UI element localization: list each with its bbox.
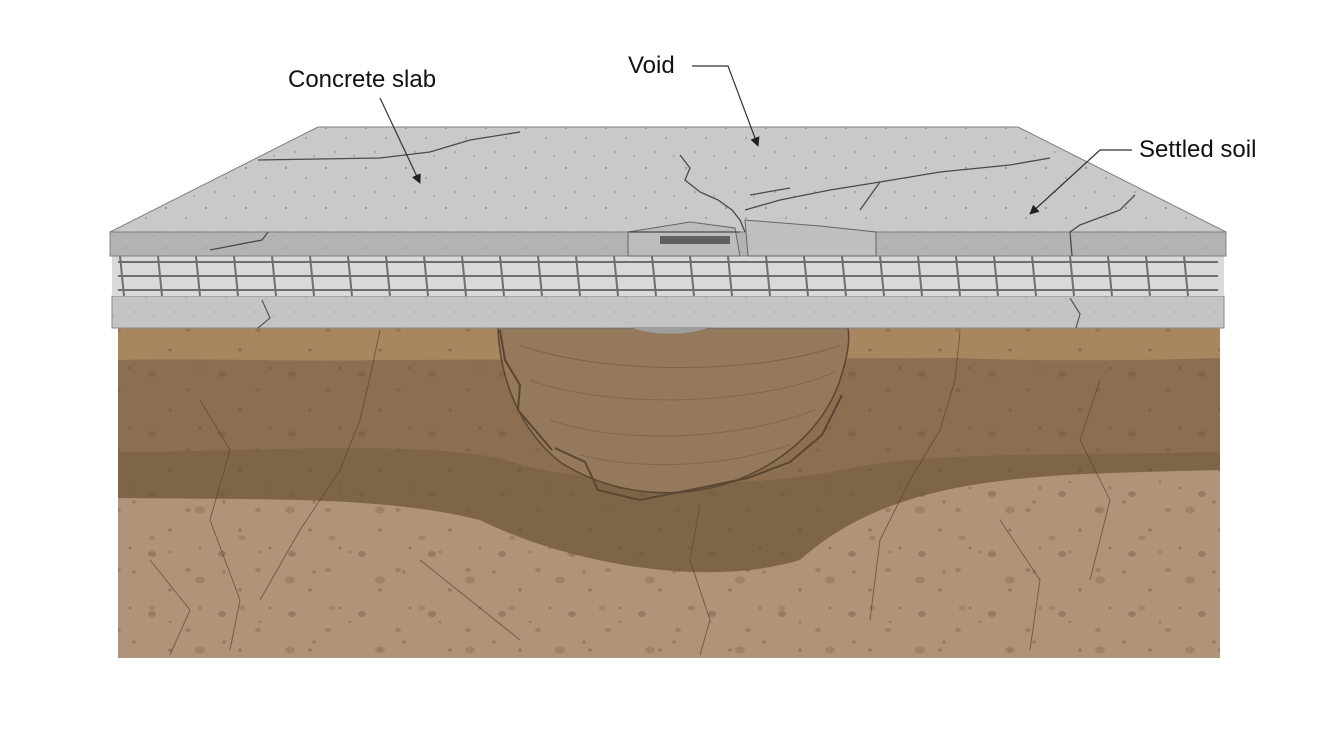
slab-bottom-strip [111,295,1225,334]
rebar-mesh [112,255,1224,297]
rebar-bar [271,255,277,297]
rebar-bar [651,255,657,297]
soil-cross-section [118,327,1220,658]
rebar-bar [993,255,999,297]
rebar-bar [499,255,505,297]
rebar-bar [803,255,809,297]
rebar-bar [537,255,543,297]
leader-lines [379,65,1132,215]
rebar-bar [347,255,353,297]
concrete-slab [109,126,1227,257]
leader-void [692,65,760,147]
rebar-bar [841,255,847,297]
rebar-bar [1145,255,1151,297]
rebar-bar [879,255,885,297]
rebar-bar [689,255,695,297]
leader-concrete-slab [379,97,421,184]
rebar-bar [1107,255,1113,297]
rebar-bar [575,255,581,297]
soil-cracks [149,329,1111,656]
rebar-bar [955,255,961,297]
rebar-bar [1183,255,1189,297]
rebar-bar [1069,255,1075,297]
label-void: Void [628,52,675,79]
rebar-bar [423,255,429,297]
label-concrete-slab: Concrete slab [288,66,437,93]
slab-cracks [209,131,1136,257]
rebar-bar [157,255,163,297]
rebar-bar [195,255,201,297]
rebar-bar [727,255,733,297]
rebar-bar [119,255,125,297]
label-settled-soil: Settled soil [1139,136,1257,163]
leader-settled-soil [1029,149,1132,215]
rebar-bar [1031,255,1037,297]
rebar-bar [461,255,467,297]
rebar-bar [917,255,923,297]
rebar-bar [613,255,619,297]
rebar-bar [309,255,315,297]
rebar-bar [385,255,391,297]
rebar-bar [233,255,239,297]
rebar-bar [765,255,771,297]
void-cavity [497,327,850,494]
